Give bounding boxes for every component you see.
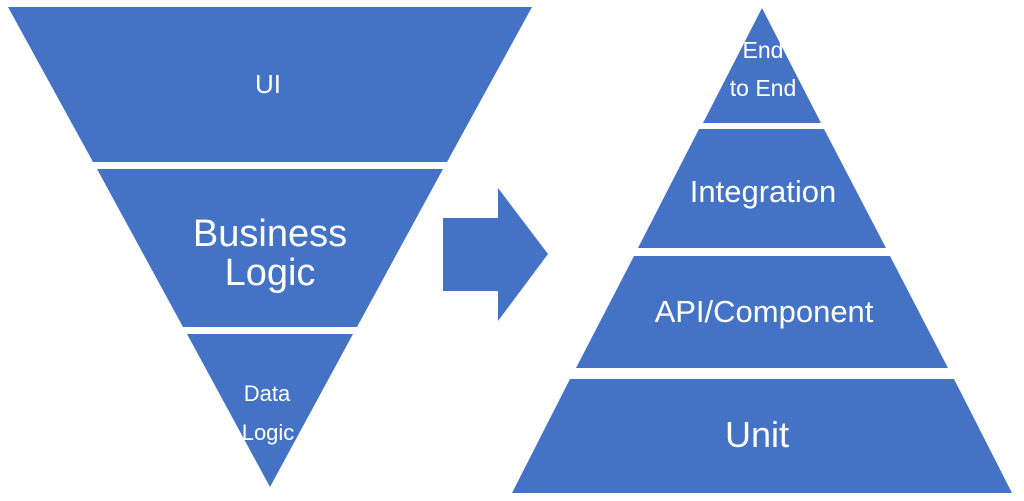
transform-arrow bbox=[443, 188, 548, 321]
ui-section-shape bbox=[8, 7, 532, 162]
api-component-section-shape bbox=[576, 256, 948, 368]
end-to-end-section-shape bbox=[703, 8, 821, 123]
upright-pyramid: End to End Integration API/Component Uni… bbox=[512, 8, 1012, 493]
right-arrow-icon bbox=[443, 188, 548, 321]
inverted-pyramid: UI Business Logic Data Logic bbox=[8, 7, 532, 487]
integration-section-shape bbox=[638, 129, 886, 248]
api-component-label: API/Component bbox=[655, 294, 874, 329]
end-to-end-label-line2: to End bbox=[730, 75, 797, 101]
ui-section-label: UI bbox=[255, 69, 281, 99]
data-logic-section-shape bbox=[187, 334, 353, 487]
business-logic-section-shape bbox=[97, 169, 443, 327]
unit-label: Unit bbox=[725, 414, 789, 455]
business-logic-label-line2: Logic bbox=[225, 252, 316, 294]
unit-section-shape bbox=[512, 379, 1012, 493]
end-to-end-label-line1: End bbox=[743, 37, 784, 63]
data-logic-label-line1: Data bbox=[244, 381, 291, 406]
business-logic-label-line1: Business bbox=[193, 213, 347, 255]
data-logic-label-line2: Logic bbox=[242, 420, 295, 445]
integration-label: Integration bbox=[690, 174, 837, 209]
